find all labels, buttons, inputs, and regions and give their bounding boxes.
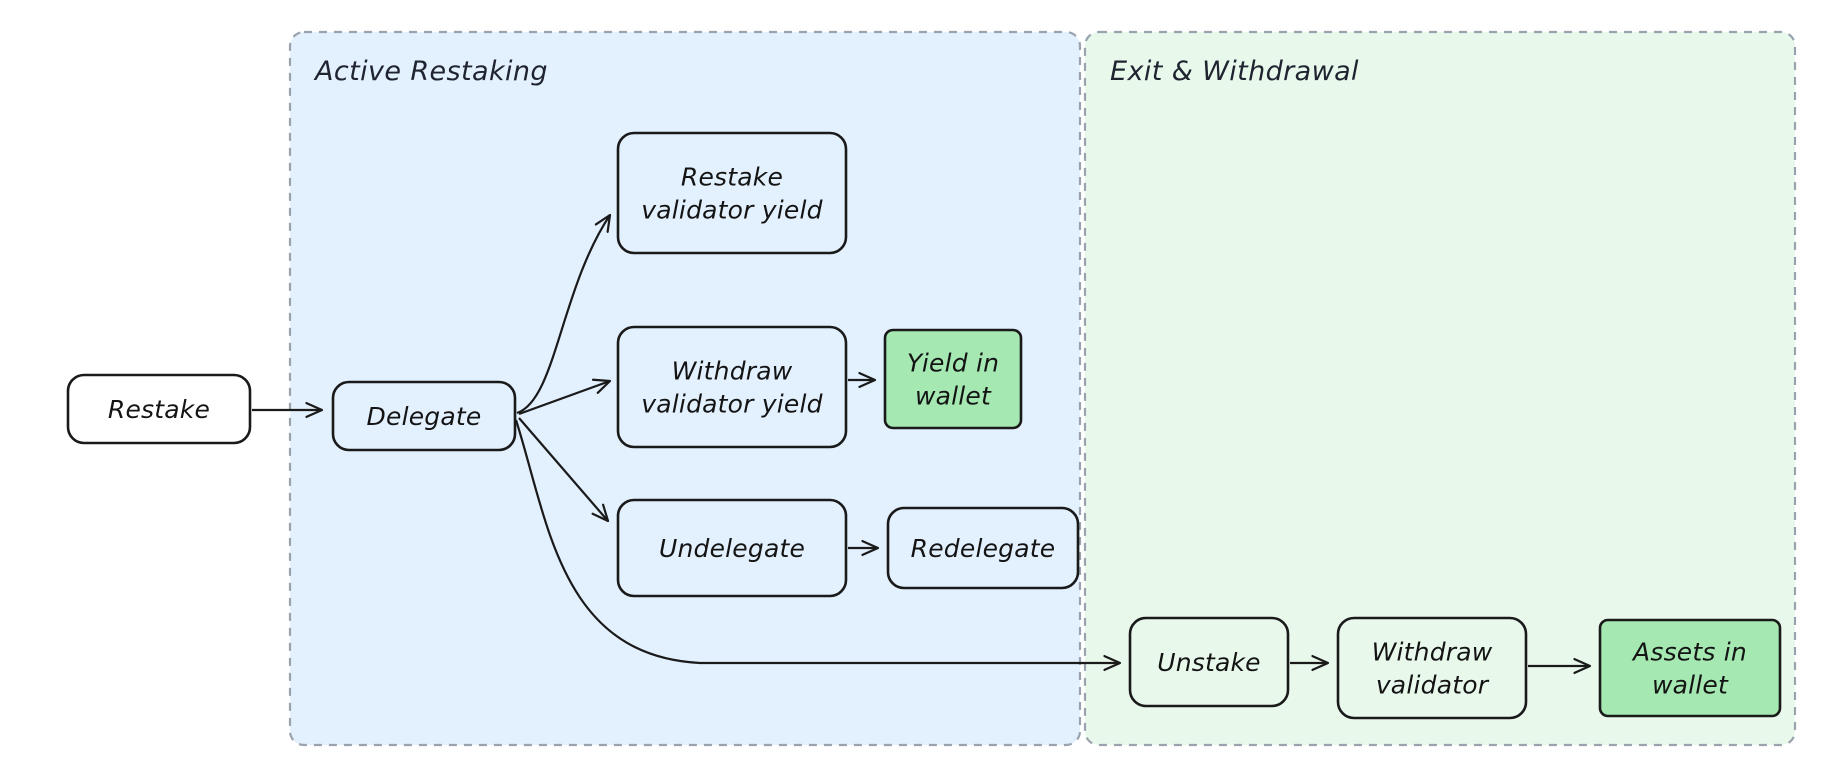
node-shape-delegate[interactable]	[331, 380, 517, 452]
edge-withdraw-validator-to-assets	[1528, 657, 1592, 675]
arrowhead-icon	[1573, 657, 1592, 675]
edge-unstake-to-withdraw-validator	[1290, 654, 1330, 672]
edge-group	[252, 213, 1592, 675]
cluster-exit-withdrawal: Exit & Withdrawal	[1083, 30, 1797, 747]
node-label-yield-in-wallet: wallet	[915, 382, 992, 411]
node-shape-undelegate[interactable]	[616, 498, 848, 598]
node-shape-redelegate[interactable]	[886, 506, 1080, 590]
node-shape-restake[interactable]	[66, 373, 252, 445]
arrowhead-icon	[1311, 654, 1330, 672]
arrowhead-icon	[591, 503, 610, 523]
node-redelegate[interactable]: Redelegate	[886, 506, 1080, 590]
node-label-redelegate: Redelegate	[911, 534, 1056, 563]
node-label-delegate: Delegate	[367, 402, 482, 431]
node-undelegate[interactable]: Undelegate	[616, 498, 848, 598]
arrowhead-icon	[305, 401, 324, 419]
arrowhead-icon	[858, 371, 877, 389]
node-unstake[interactable]: Unstake	[1128, 616, 1290, 708]
node-shape-restake-validator-yield[interactable]	[616, 131, 848, 255]
node-withdraw-validator[interactable]: Withdraw validator	[1336, 616, 1528, 720]
cluster-title-exit-withdrawal: Exit & Withdrawal	[1110, 56, 1359, 87]
cluster-group: Active Restaking Exit & Withdrawal	[288, 30, 1797, 747]
node-shape-yield-in-wallet[interactable]	[883, 328, 1023, 430]
edge-delegate-to-restake-yield	[516, 213, 612, 415]
arrowhead-icon	[591, 378, 612, 394]
node-label-restake: Restake	[108, 395, 210, 424]
cluster-title-active-restaking: Active Restaking	[313, 56, 548, 87]
node-label-withdraw-validator-yield: Withdraw	[672, 357, 793, 386]
edge-line-delegate-to-undelegate	[518, 417, 609, 522]
edge-withdraw-yield-to-yield-wallet	[848, 371, 877, 389]
node-assets-in-wallet[interactable]: Assets in wallet	[1598, 618, 1782, 718]
edge-delegate-to-undelegate	[518, 417, 610, 523]
node-delegate[interactable]: Delegate	[331, 380, 517, 452]
node-shape-unstake[interactable]	[1128, 616, 1290, 708]
edge-restake-to-delegate	[252, 401, 324, 419]
edge-delegate-to-withdraw-yield	[518, 378, 612, 416]
node-label-withdraw-validator-yield: validator yield	[641, 390, 822, 419]
arrowhead-icon	[594, 213, 612, 233]
node-label-withdraw-validator: validator	[1376, 671, 1490, 700]
edge-delegate-to-unstake	[514, 419, 1122, 672]
node-shape-assets-in-wallet[interactable]	[1598, 618, 1782, 718]
node-label-assets-in-wallet: wallet	[1652, 671, 1729, 700]
edge-line-delegate-to-unstake	[514, 419, 1120, 665]
node-label-unstake: Unstake	[1157, 648, 1261, 677]
node-label-withdraw-validator: Withdraw	[1372, 638, 1493, 667]
edge-line-delegate-to-restake-yield	[516, 214, 611, 415]
edge-undelegate-to-redelegate	[848, 539, 880, 557]
node-label-restake-validator-yield: validator yield	[641, 196, 822, 225]
node-restake-validator-yield[interactable]: Restake validator yield	[616, 131, 848, 255]
edge-line-delegate-to-withdraw-yield	[518, 379, 611, 416]
arrowhead-icon	[861, 539, 880, 557]
node-restake[interactable]: Restake	[66, 373, 252, 445]
node-label-restake-validator-yield: Restake	[681, 163, 783, 192]
cluster-background-exit-withdrawal	[1083, 30, 1797, 747]
node-withdraw-validator-yield[interactable]: Withdraw validator yield	[616, 325, 848, 449]
node-label-yield-in-wallet: Yield in	[907, 349, 999, 378]
node-yield-in-wallet[interactable]: Yield in wallet	[883, 328, 1023, 430]
node-shape-withdraw-validator-yield[interactable]	[616, 325, 848, 449]
arrowhead-icon	[1103, 654, 1122, 672]
node-label-undelegate: Undelegate	[659, 534, 805, 563]
node-shape-withdraw-validator[interactable]	[1336, 616, 1528, 720]
node-label-assets-in-wallet: Assets in	[1631, 638, 1747, 667]
